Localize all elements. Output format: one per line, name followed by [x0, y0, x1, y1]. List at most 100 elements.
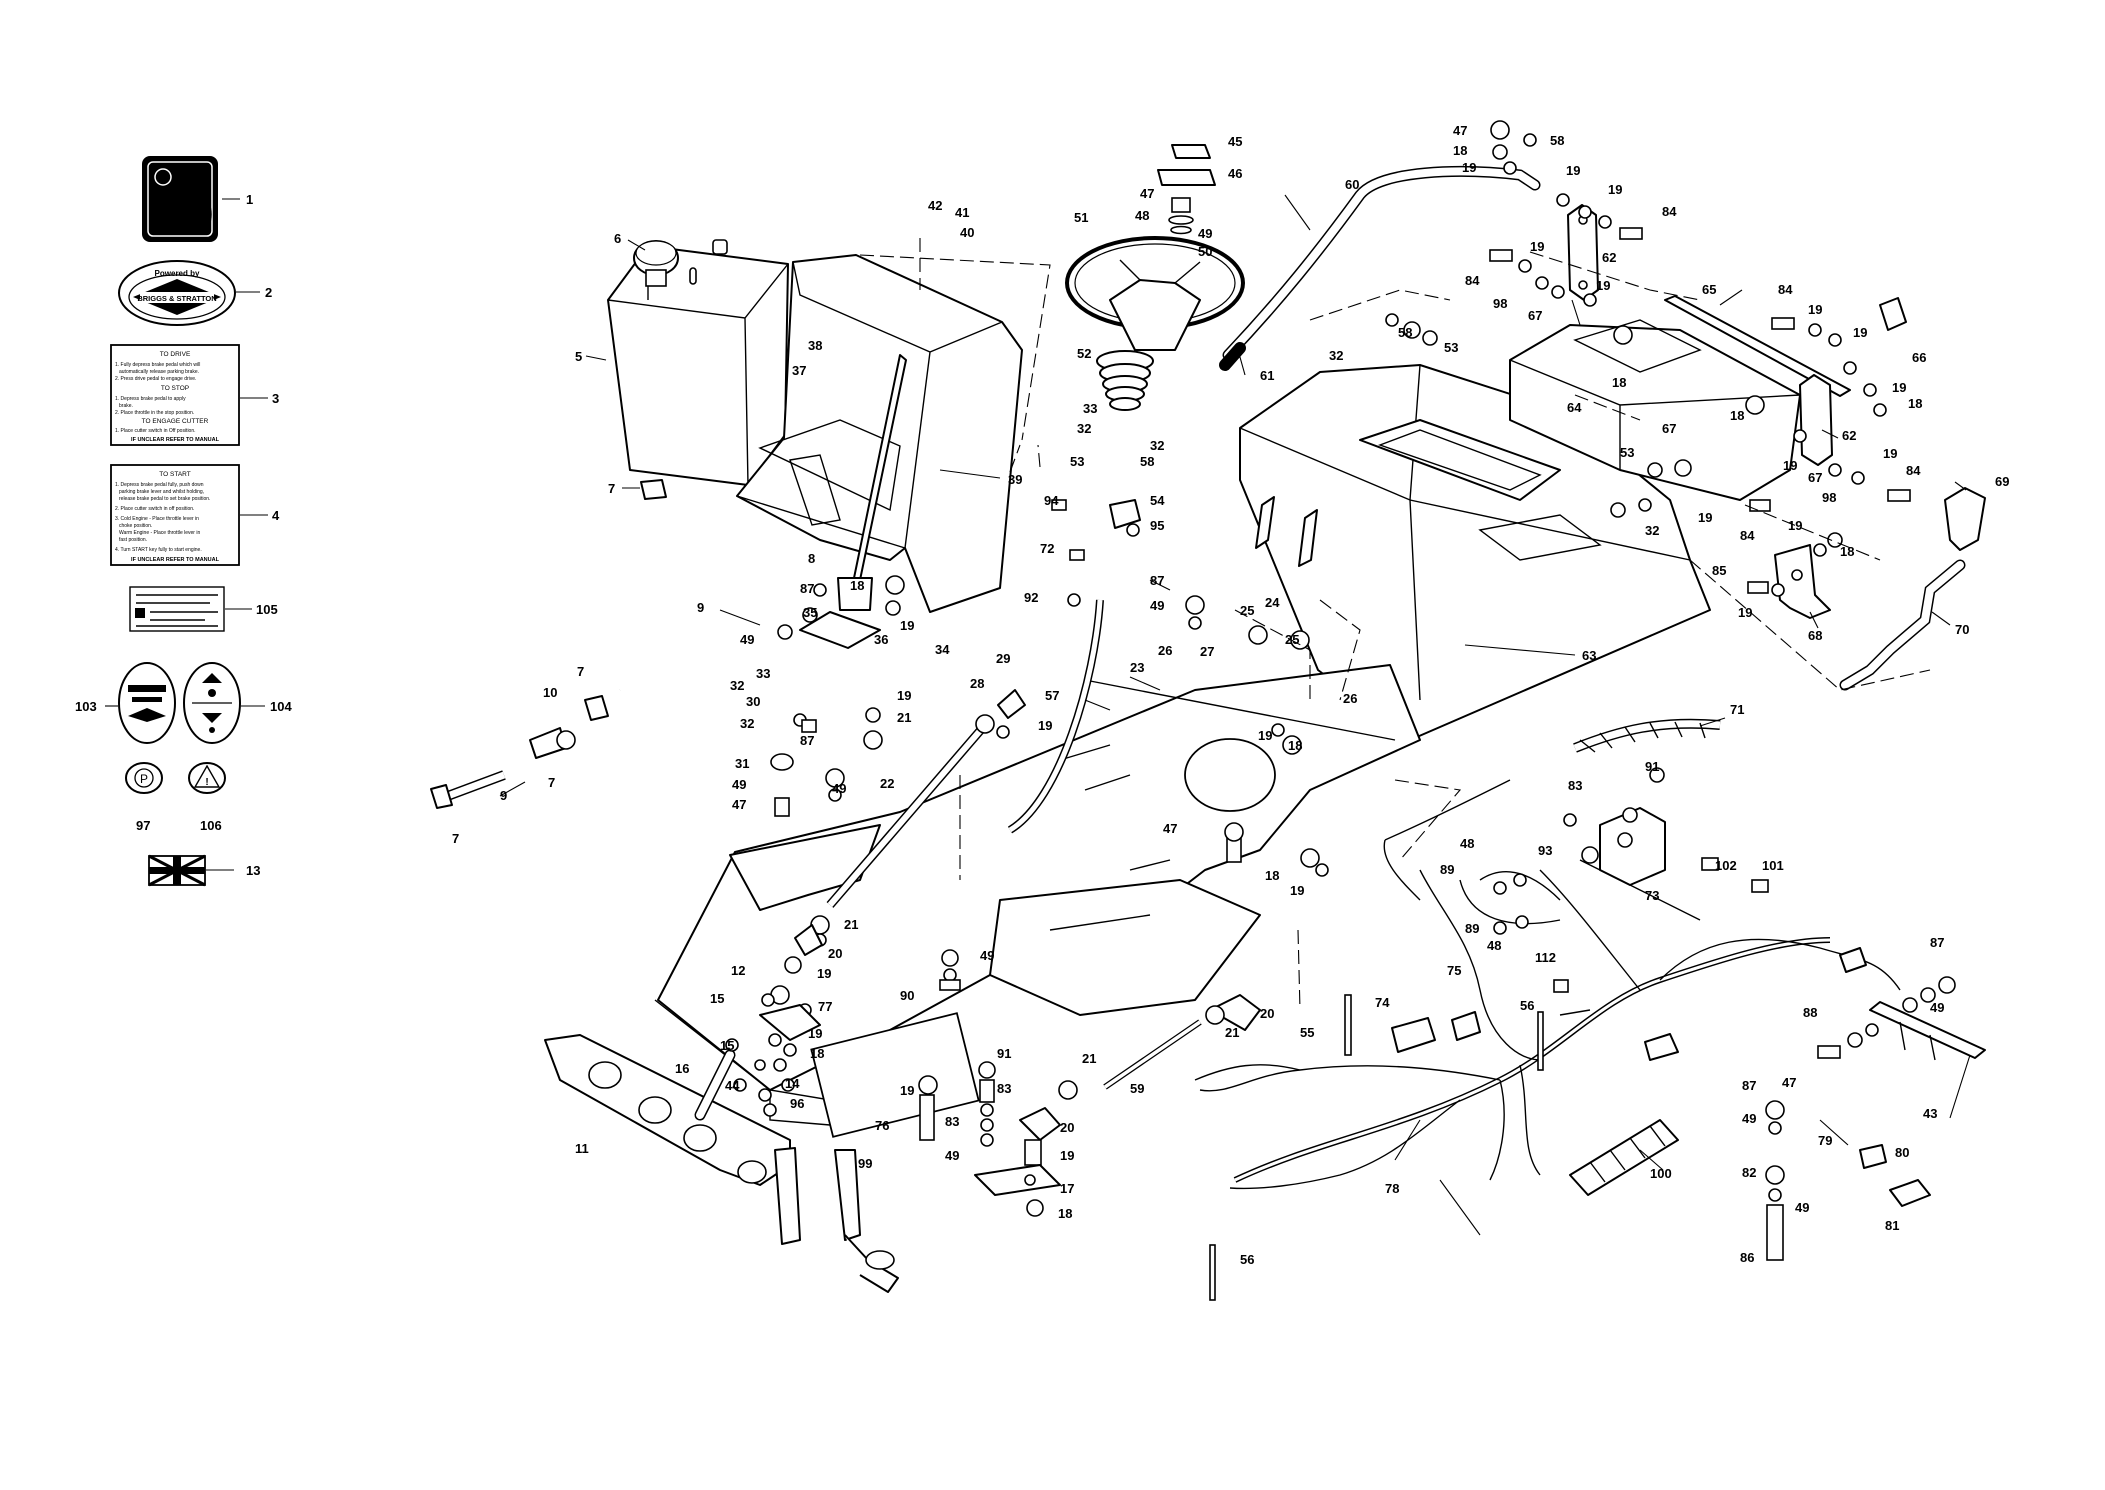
callout-52: 52	[1077, 346, 1091, 361]
callout-97: 97	[136, 818, 150, 833]
start-line: choke position.	[119, 523, 152, 529]
wiring-harness	[1194, 779, 1901, 1190]
lift-link-62a	[1567, 204, 1599, 301]
leader-lines	[105, 194, 1971, 1236]
callout-47: 47	[732, 797, 746, 812]
hood-shroud	[1239, 364, 1711, 741]
callout-32: 32	[1077, 421, 1091, 436]
callout-18: 18	[1288, 738, 1302, 753]
callout-19: 19	[1608, 182, 1622, 197]
callout-11: 11	[575, 1141, 589, 1156]
callout-33: 33	[1083, 401, 1097, 416]
callout-18: 18	[810, 1046, 824, 1061]
decal-lwa-100: LwA 100	[142, 156, 218, 242]
conduit-71	[1573, 718, 1721, 753]
callout-101: 101	[1762, 858, 1784, 873]
callout-19: 19	[1698, 510, 1712, 525]
spindle-99	[834, 1149, 899, 1293]
callout-73: 73	[1645, 888, 1659, 903]
callout-65: 65	[1702, 282, 1716, 297]
callout-40: 40	[960, 225, 974, 240]
decal-throttle	[183, 662, 241, 744]
callout-18: 18	[1908, 396, 1922, 411]
decal-cutter-height	[118, 662, 176, 744]
start-line: parking brake lever and whilst holding,	[119, 489, 204, 495]
callout-19: 19	[1290, 883, 1304, 898]
callout-25: 25	[1240, 603, 1254, 618]
callout-49: 49	[740, 632, 754, 647]
callout-22: 22	[880, 776, 894, 791]
callout-7: 7	[608, 481, 615, 496]
callout-83: 83	[1568, 778, 1582, 793]
callout-20: 20	[828, 946, 842, 961]
callout-19: 19	[1788, 518, 1802, 533]
start-line: 3. Cold Engine - Place throttle lever in	[115, 516, 199, 522]
callout-4: 4	[272, 508, 280, 523]
callout-36: 36	[874, 632, 888, 647]
callout-87: 87	[800, 581, 814, 596]
callout-32: 32	[1645, 523, 1659, 538]
relay-74	[1391, 1017, 1436, 1053]
fuel-filter-line	[430, 695, 609, 809]
callout-103: 103	[75, 699, 97, 714]
callout-51: 51	[1074, 210, 1088, 225]
callout-53: 53	[1444, 340, 1458, 355]
callout-29: 29	[996, 651, 1010, 666]
callout-93: 93	[1538, 843, 1552, 858]
callout-7: 7	[452, 831, 459, 846]
callout-74: 74	[1375, 995, 1390, 1010]
drive-line: 2. Place throttle in the stop position.	[115, 410, 194, 416]
callout-7: 7	[577, 664, 584, 679]
callout-89: 89	[1440, 862, 1454, 877]
decal-serial-plate	[129, 586, 225, 632]
callout-1: 1	[246, 192, 253, 207]
callout-19: 19	[817, 966, 831, 981]
drag-link-22	[826, 722, 989, 908]
lwa-value: 100	[147, 193, 214, 237]
callout-34: 34	[935, 642, 950, 657]
callout-56: 56	[1520, 998, 1534, 1013]
callout-62: 62	[1842, 428, 1856, 443]
king-pin-16	[694, 1049, 736, 1121]
callout-3: 3	[272, 391, 279, 406]
callout-84: 84	[1465, 273, 1480, 288]
drive-title: TO STOP	[161, 385, 189, 392]
start-footer: IF UNCLEAR REFER TO MANUAL	[131, 557, 220, 563]
callout-15: 15	[720, 1038, 734, 1053]
start-line: fast position.	[119, 537, 147, 543]
callout-49: 49	[1150, 598, 1164, 613]
callout-104: 104	[270, 699, 292, 714]
drive-title: TO DRIVE	[160, 351, 191, 358]
callout-19: 19	[900, 1083, 914, 1098]
callout-77: 77	[818, 999, 832, 1014]
callout-20: 20	[1260, 1006, 1274, 1021]
callout-17: 17	[1060, 1181, 1074, 1196]
callout-19: 19	[1566, 163, 1580, 178]
callout-19: 19	[1783, 458, 1797, 473]
callout-91: 91	[1645, 759, 1659, 774]
callout-12: 12	[731, 963, 745, 978]
callout-43: 43	[1923, 1106, 1937, 1121]
drive-footer: IF UNCLEAR REFER TO MANUAL	[131, 437, 220, 443]
callout-61: 61	[1260, 368, 1274, 383]
callout-31: 31	[735, 756, 749, 771]
warning-mark: !	[205, 777, 208, 788]
drive-line: 1. Place cutter switch in Off position.	[115, 428, 196, 434]
callout-21: 21	[1225, 1025, 1239, 1040]
callout-24: 24	[1265, 595, 1280, 610]
callout-89: 89	[1465, 921, 1479, 936]
callout-55: 55	[1300, 1025, 1314, 1040]
seat-support-frame	[736, 254, 1023, 613]
callout-labels: 1 2 3 4 105 103 104 97 106 13 6 5 7 9 10…	[75, 123, 2009, 1267]
steering-cap-parts	[1157, 144, 1216, 235]
callout-96: 96	[790, 1096, 804, 1111]
drive-line: brake.	[119, 403, 133, 409]
callout-39: 39	[1008, 472, 1022, 487]
callout-57: 57	[1045, 688, 1059, 703]
callout-70: 70	[1955, 622, 1969, 637]
start-line: release brake pedal to set brake positio…	[119, 496, 210, 502]
callout-18: 18	[1265, 868, 1279, 883]
tie-rod-59	[1103, 1019, 1202, 1090]
start-line: 4. Turn START key fully to start engine.	[115, 547, 202, 553]
